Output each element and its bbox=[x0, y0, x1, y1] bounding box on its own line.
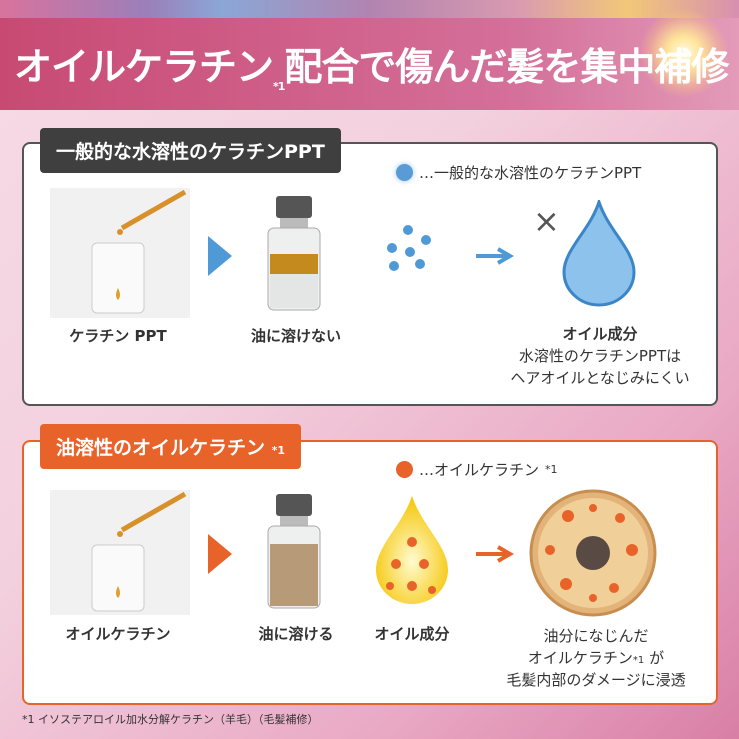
tab-label: 油溶性のオイルケラチン bbox=[56, 437, 266, 459]
result-line: オイルケラチン bbox=[527, 648, 633, 667]
vial-undissolved-icon bbox=[267, 196, 321, 311]
arrow-triangle-icon bbox=[208, 534, 232, 574]
blue-oil-drop-icon bbox=[562, 200, 636, 307]
arrow-right-icon bbox=[476, 545, 514, 563]
water-legend: …一般的な水溶性のケラチンPPT bbox=[396, 162, 641, 183]
cross-icon: × bbox=[533, 202, 560, 240]
blue-particles-icon bbox=[387, 225, 431, 271]
footnote-mark: *1 bbox=[632, 654, 645, 666]
result-line: 水溶性のケラチンPPTは bbox=[518, 346, 682, 365]
water-result: オイル成分 水溶性のケラチンPPTは ヘアオイルとなじみにくい bbox=[510, 324, 689, 389]
orange-dot-icon bbox=[396, 461, 413, 478]
light-flare bbox=[639, 8, 729, 98]
beaker-dropper-icon bbox=[50, 490, 190, 615]
step-not-dissolve: 油に溶けない bbox=[250, 327, 342, 345]
step-oil-keratin: オイルケラチン bbox=[65, 625, 171, 643]
footnote-mark: *1 bbox=[271, 444, 286, 457]
legend-text: …一般的な水溶性のケラチンPPT bbox=[419, 164, 642, 182]
result-title: オイル成分 bbox=[562, 325, 638, 343]
beaker-dropper-icon bbox=[50, 188, 190, 318]
step-keratin-ppt: ケラチン PPT bbox=[69, 327, 167, 345]
oil-legend: …オイルケラチン *1 bbox=[396, 459, 558, 480]
result-line: 油分になじんだ bbox=[543, 627, 649, 645]
page-title: オイルケラチン*1配合で傷んだ髪を集中補修 bbox=[14, 36, 729, 93]
step-dissolves: 油に溶ける bbox=[258, 625, 334, 643]
legend-text: …オイルケラチン bbox=[419, 461, 540, 479]
title-footnote-mark: *1 bbox=[273, 80, 285, 93]
top-stripe bbox=[0, 0, 739, 18]
result-line: 毛髪内部のダメージに浸透 bbox=[506, 670, 686, 689]
result-line: ヘアオイルとなじみにくい bbox=[510, 368, 690, 387]
title-rest: 配合で傷んだ髪を集中補修 bbox=[284, 45, 729, 89]
water-soluble-tab: 一般的な水溶性のケラチンPPT bbox=[40, 128, 341, 173]
blue-dot-icon bbox=[396, 164, 413, 181]
hair-cross-section-icon bbox=[529, 489, 657, 617]
vial-dissolved-icon bbox=[267, 494, 321, 609]
oil-soluble-tab: 油溶性のオイルケラチン *1 bbox=[40, 424, 302, 469]
oil-result: 油分になじんだ オイルケラチン*1 が 毛髪内部のダメージに浸透 bbox=[506, 626, 685, 691]
arrow-triangle-icon bbox=[208, 236, 232, 276]
step-oil-component: オイル成分 bbox=[374, 625, 450, 643]
footnote-mark: *1 bbox=[545, 463, 558, 476]
oil-drop-with-keratin-icon bbox=[376, 496, 448, 604]
title-main: オイルケラチン bbox=[14, 45, 274, 89]
result-line: が bbox=[649, 648, 665, 667]
footnote: *1 イソステアロイル加水分解ケラチン（羊毛）（毛髪補修） bbox=[22, 713, 319, 726]
header-band bbox=[0, 8, 739, 110]
arrow-right-icon bbox=[476, 247, 514, 265]
